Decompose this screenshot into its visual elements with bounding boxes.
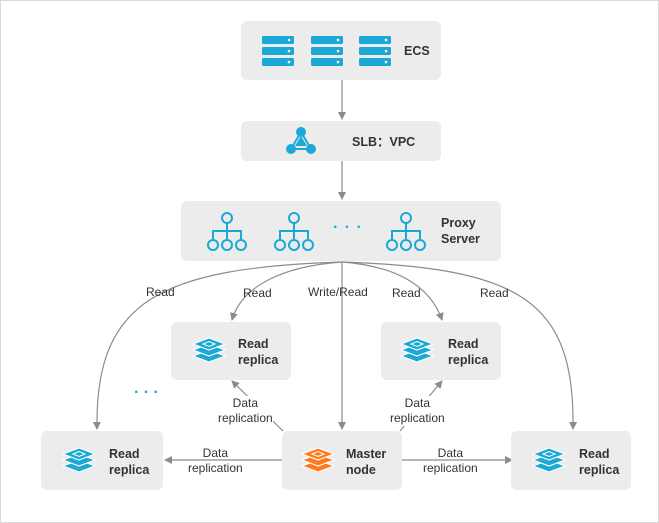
server-rack-icon (262, 36, 391, 66)
read-replica-bottom-right (511, 431, 631, 490)
label-line1: Master (346, 447, 387, 461)
label-line1: Read (448, 337, 479, 351)
label-line2: replica (238, 353, 279, 367)
slb-node (241, 121, 441, 161)
edge-label-read: Read (480, 286, 509, 300)
redis-stack-icon (531, 447, 567, 473)
label-line1: Data (437, 446, 464, 460)
edge-label-write-read: Write/Read (308, 285, 368, 299)
proxy-ellipsis: · · · (333, 219, 363, 236)
proxy-hierarchy-icon (207, 212, 247, 251)
edge-proxy-replica-top-left (230, 261, 343, 321)
read-replica-top-right (381, 322, 501, 380)
label-line1: Read (579, 447, 610, 461)
proxy-hierarchy-icon (386, 212, 426, 251)
label-line1: Read (109, 447, 140, 461)
edge-label-read: Read (392, 286, 421, 300)
label-line2: replication (218, 411, 273, 425)
read-replica-bottom-left (41, 431, 163, 490)
ecs-label: ECS (404, 44, 430, 58)
redis-stack-icon (300, 447, 336, 473)
label-line1: Read (238, 337, 269, 351)
label-line2: replication (188, 461, 243, 475)
replicas-ellipsis: · · · (134, 384, 159, 401)
edge-label-data-replication: Data replication (188, 446, 243, 476)
edge-label-data-replication: Data replication (218, 396, 273, 426)
label-line2: replication (390, 411, 445, 425)
label-line2: replication (423, 461, 478, 475)
proxy-label-line2: Server (441, 232, 480, 246)
edge-label-data-replication: Data replication (423, 446, 478, 476)
label-line1: Data (202, 446, 229, 460)
read-replica-bottom-left-label: Read replica (109, 446, 149, 478)
label-line2: replica (579, 463, 620, 477)
read-replica-bottom-right-label: Read replica (579, 446, 619, 478)
read-replica-top-left (171, 322, 291, 380)
edge-label-read: Read (146, 285, 175, 299)
label-line2: replica (448, 353, 489, 367)
proxy-hierarchy-icon (274, 212, 314, 251)
proxy-label: Proxy Server (441, 215, 480, 247)
redis-stack-icon (191, 337, 227, 363)
edge-label-data-replication: Data replication (390, 396, 445, 426)
master-node-label: Master node (346, 446, 386, 478)
label-line2: node (346, 463, 376, 477)
read-replica-top-left-label: Read replica (238, 336, 278, 368)
redis-stack-icon (399, 337, 435, 363)
load-balancer-icon (286, 127, 316, 154)
slb-label: SLB：VPC (352, 135, 416, 149)
edge-label-read: Read (243, 286, 272, 300)
label-line2: replica (109, 463, 150, 477)
edge-proxy-replica-top-right (341, 261, 444, 321)
proxy-label-line1: Proxy (441, 216, 476, 230)
edge-proxy-replica-bottom-right (341, 261, 578, 430)
label-line1: Data (404, 396, 431, 410)
label-line1: Data (232, 396, 259, 410)
redis-stack-icon (61, 447, 97, 473)
read-replica-top-right-label: Read replica (448, 336, 488, 368)
edge-proxy-replica-bottom-left (92, 261, 343, 430)
